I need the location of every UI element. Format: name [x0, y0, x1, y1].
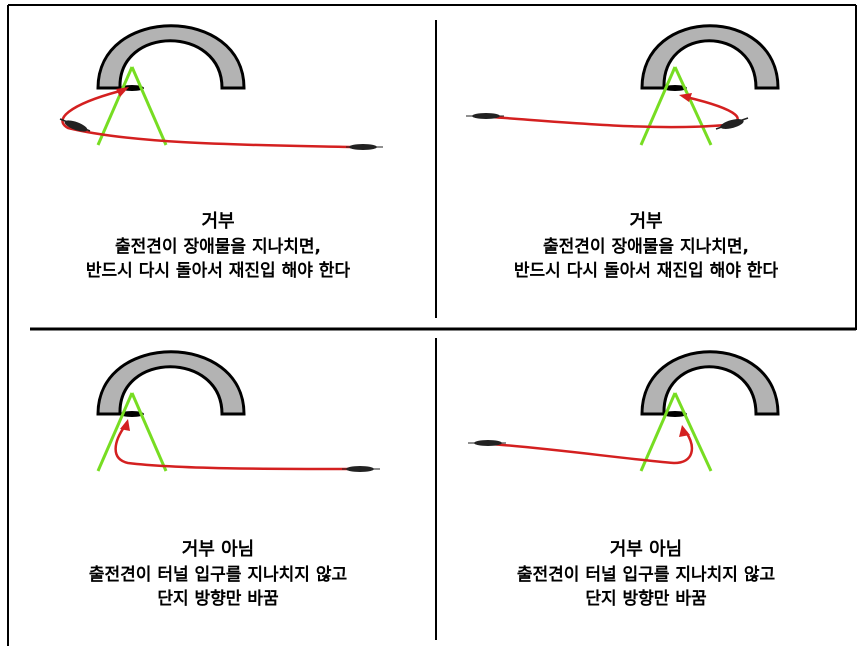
caption-title: 거부 아님	[181, 539, 255, 560]
dog-icon	[715, 117, 749, 130]
tunnel-entrance	[120, 411, 144, 417]
tunnel-shape	[640, 350, 780, 416]
tunnel-shape	[640, 24, 780, 90]
path-arrow	[679, 425, 690, 437]
handler-icon	[468, 440, 506, 446]
dog-path	[490, 431, 694, 465]
dog-path	[490, 95, 739, 129]
dog-icon	[59, 118, 91, 132]
refusal-left-illustration	[59, 24, 383, 150]
caption-line-2: 단지 방향만 바꿈	[157, 589, 279, 609]
tunnel-shape	[96, 24, 246, 90]
entry-line-right	[673, 66, 713, 146]
panel-not-refusal-right: 거부 아님 출전견이 터널 입구를 지나치지 않고 단지 방향만 바꿈	[436, 331, 856, 651]
panel-refusal-right: 거부 출전견이 장애물을 지나치면, 반드시 다시 돌아서 재진입 해야 한다	[436, 5, 856, 325]
refusal-right-illustration	[466, 24, 780, 146]
caption-title: 거부 아님	[609, 539, 683, 560]
tunnel-shape	[96, 350, 246, 416]
entry-line-left	[96, 392, 134, 472]
caption-line-1: 출전견이 터널 입구를 지나치지 않고	[516, 565, 776, 585]
not-refusal-right-caption: 거부 아님 출전견이 터널 입구를 지나치지 않고 단지 방향만 바꿈	[436, 537, 856, 611]
entry-line-right	[130, 66, 168, 146]
tunnel-entrance	[663, 411, 687, 417]
tunnel-entrance	[663, 85, 687, 91]
caption-line-1: 출전견이 터널 입구를 지나치지 않고	[88, 565, 348, 585]
caption-line-1: 출전견이 장애물을 지나치면,	[543, 237, 749, 257]
path-arrow	[679, 93, 692, 102]
caption-line-2: 반드시 다시 돌아서 재진입 해야 한다	[85, 261, 351, 281]
not-refusal-left-caption: 거부 아님 출전견이 터널 입구를 지나치지 않고 단지 방향만 바꿈	[8, 537, 428, 611]
caption-line-1: 출전견이 장애물을 지나치면,	[115, 237, 321, 257]
entry-line-right	[673, 392, 713, 472]
panel-not-refusal-left: 거부 아님 출전견이 터널 입구를 지나치지 않고 단지 방향만 바꿈	[8, 331, 428, 651]
dog-path	[61, 89, 354, 149]
dog-path	[114, 425, 349, 471]
caption-line-2: 단지 방향만 바꿈	[585, 589, 707, 609]
entry-line-left	[639, 66, 677, 146]
not-refusal-left-illustration	[96, 350, 380, 472]
caption-title: 거부	[629, 211, 663, 232]
entry-line-right	[130, 392, 168, 472]
refusal-right-caption: 거부 출전견이 장애물을 지나치면, 반드시 다시 돌아서 재진입 해야 한다	[436, 209, 856, 283]
entry-line-left	[639, 392, 677, 472]
entry-line-left	[96, 66, 134, 146]
caption-title: 거부	[201, 211, 235, 232]
refusal-left-caption: 거부 출전견이 장애물을 지나치면, 반드시 다시 돌아서 재진입 해야 한다	[8, 209, 428, 283]
path-arrow	[120, 419, 130, 431]
handler-icon	[466, 113, 504, 119]
not-refusal-right-illustration	[468, 350, 780, 472]
panel-refusal-left: 거부 출전견이 장애물을 지나치면, 반드시 다시 돌아서 재진입 해야 한다	[8, 5, 428, 325]
handler-icon	[346, 144, 383, 150]
caption-line-2: 반드시 다시 돌아서 재진입 해야 한다	[513, 261, 779, 281]
path-arrow	[116, 87, 129, 97]
handler-icon	[342, 466, 380, 472]
